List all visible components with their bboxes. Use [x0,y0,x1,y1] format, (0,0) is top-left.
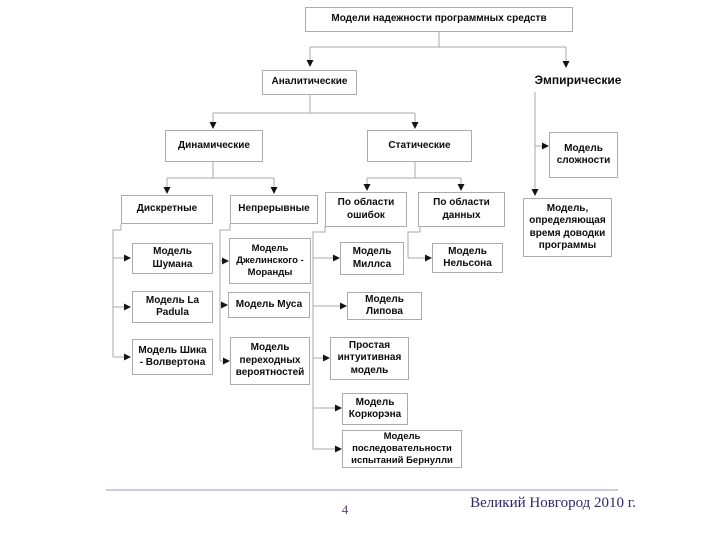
node-shick-wolverton: Модель Шика - Волвертона [132,339,213,375]
node-la-padula: Модель La Padula [132,291,213,323]
node-nelson: Модель Нельсона [432,243,503,273]
node-mills: Модель Миллса [340,242,404,275]
node-dynamic: Динамические [165,130,263,162]
node-shuman: Модель Шумана [132,243,213,274]
page-number: 4 [341,502,349,517]
footer-divider [106,489,618,491]
node-complexity: Модель сложности [549,132,618,178]
node-musa: Модель Муса [228,292,310,318]
node-static: Статические [367,130,472,162]
connector-paths [112,32,567,450]
node-analytical: Аналитические [262,70,357,95]
footer-location-date: Великий Новгород 2010 г. [470,495,636,511]
node-debugging-time: Модель, определяющая время доводки прогр… [523,198,612,257]
node-error-domain: По области ошибок [325,192,407,227]
node-discrete: Дискретные [121,195,213,224]
node-transition-prob: Модель переходных вероятностей [230,337,310,385]
node-simple-intuitive: Простая интуитивная модель [330,337,409,380]
node-jelinski-moranda: Модель Джелинского - Моранды [229,238,311,284]
node-bernoulli: Модель последовательности испытаний Берн… [342,430,462,468]
node-lipov: Модель Липова [347,292,422,320]
node-continuous: Непрерывные [230,195,318,224]
node-empirical: Эмпирические [534,72,622,87]
node-corcoran: Модель Коркорэна [342,393,408,425]
node-data-domain: По области данных [418,192,505,227]
node-root: Модели надежности программных средств [305,7,573,32]
